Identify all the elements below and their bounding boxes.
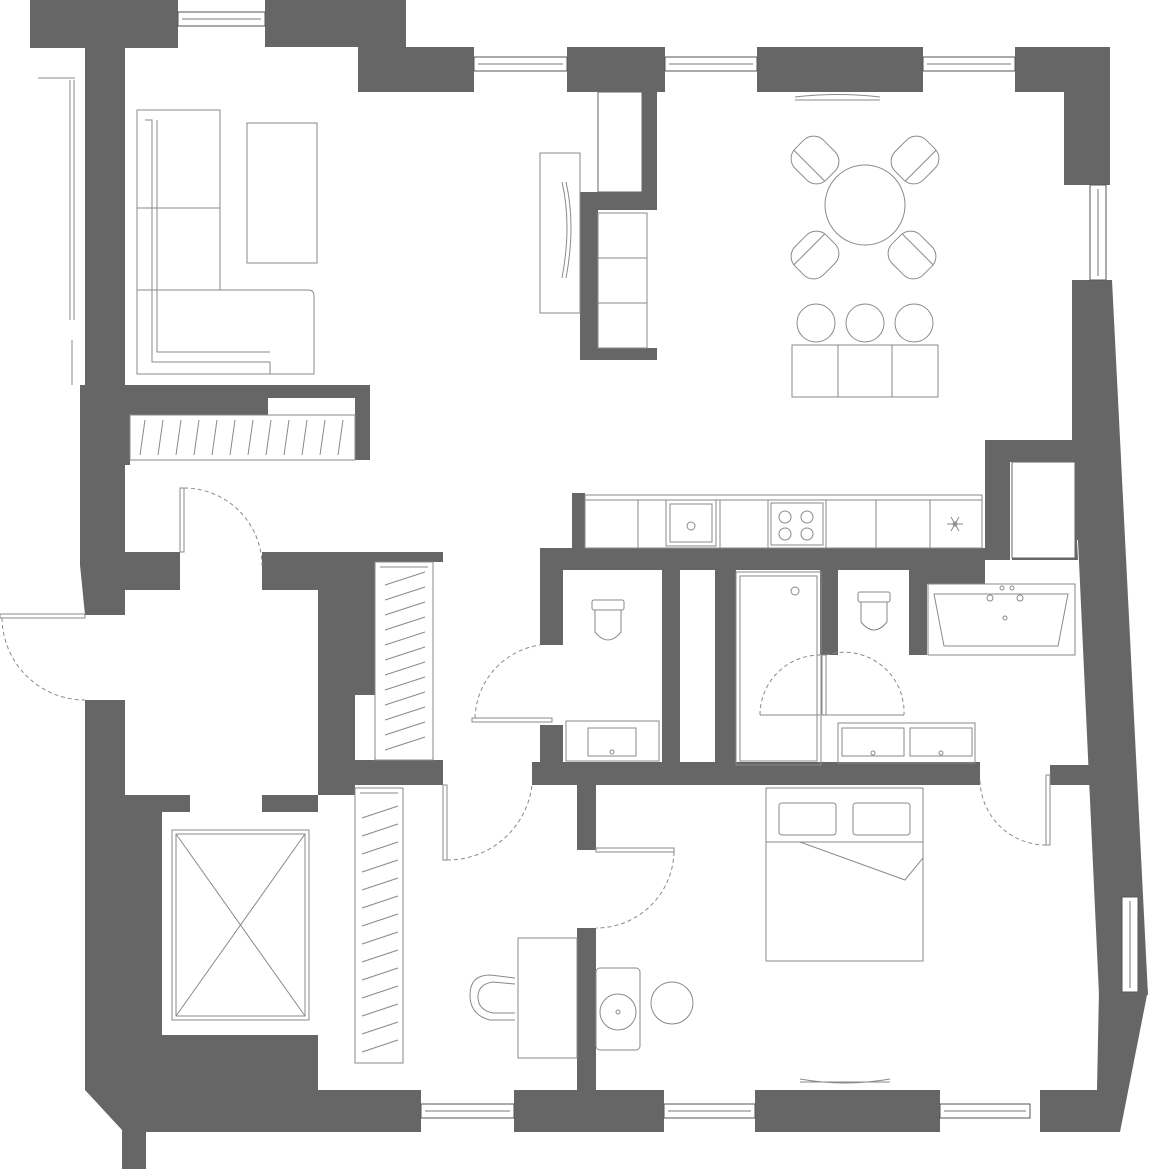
- kitchen: [584, 494, 983, 549]
- corner-sofa: [136, 109, 315, 375]
- window: [922, 56, 1016, 72]
- window: [1121, 896, 1139, 993]
- double-washbasin: [837, 722, 976, 764]
- dining-area: [790, 94, 940, 398]
- window: [664, 56, 758, 72]
- living-door[interactable]: [179, 487, 263, 567]
- desk: [517, 937, 578, 1059]
- wall-top-mid: [265, 0, 474, 92]
- window: [663, 1103, 756, 1119]
- wall-bottom-3: [755, 1090, 940, 1132]
- study: [354, 784, 675, 1064]
- bar-stool: [796, 303, 836, 343]
- wc-door[interactable]: [471, 644, 553, 723]
- wall-wc-right: [662, 570, 680, 765]
- balcony-shaft: [171, 829, 310, 1021]
- wall-living-partition: [125, 385, 370, 460]
- armchair: [890, 135, 940, 185]
- toilet: [857, 591, 891, 631]
- kitchen-counter: [584, 494, 983, 549]
- bedroom: [595, 774, 1051, 1084]
- wall-right-lower: [1040, 990, 1148, 1132]
- bench: [597, 212, 648, 349]
- wall-column: [580, 192, 657, 360]
- pillow: [852, 802, 911, 836]
- wardrobe: [354, 787, 404, 1064]
- windows: [38, 11, 1139, 1119]
- wall-bath-right: [909, 570, 927, 655]
- entrance-hall: [0, 487, 434, 761]
- wardrobe: [374, 561, 434, 761]
- wall-bottom-1: [355, 1090, 421, 1132]
- wall-right-upper: [1072, 280, 1148, 995]
- window: [473, 56, 568, 72]
- wall-top-right: [757, 47, 923, 92]
- shower-tray: [735, 571, 822, 766]
- living-room: [129, 109, 648, 461]
- wall-bath-left: [715, 570, 736, 765]
- toilet: [591, 599, 625, 641]
- armchair: [790, 230, 840, 280]
- window: [420, 1103, 515, 1119]
- wall-top-left: [30, 0, 178, 385]
- wc: [471, 599, 660, 762]
- round-side-table: [650, 981, 694, 1025]
- bar-stool: [894, 303, 934, 343]
- bar-counter: [791, 344, 939, 398]
- window: [939, 1103, 1031, 1119]
- entrance-door[interactable]: [0, 613, 86, 701]
- bathtub: [927, 583, 1076, 656]
- wall-top-right-corner: [1015, 47, 1110, 185]
- study-inner-door[interactable]: [595, 847, 675, 929]
- window: [177, 11, 266, 27]
- sink: [665, 499, 717, 547]
- wall-kitchen-back: [540, 493, 985, 645]
- wall-left-lower: [85, 700, 355, 1169]
- wall-left-upper: [80, 385, 180, 615]
- washbasin: [565, 720, 660, 762]
- round-dining-table: [824, 164, 906, 246]
- tv-stand: [539, 152, 581, 314]
- pillow: [778, 802, 837, 836]
- bathroom-door[interactable]: [759, 651, 905, 716]
- washing-machine: [595, 967, 641, 1051]
- coffee-table: [246, 122, 318, 264]
- radiator: [799, 1078, 891, 1084]
- bathroom: [735, 571, 1076, 766]
- hall-door[interactable]: [442, 784, 533, 861]
- bar-stool: [845, 303, 885, 343]
- shoe-rack: [129, 414, 356, 461]
- wall-bath-mid: [820, 570, 838, 655]
- cooktop: [770, 502, 824, 546]
- fridge-snowflake-icon: [947, 516, 963, 532]
- radiator: [794, 94, 881, 101]
- window: [1089, 184, 1107, 281]
- wall-bottom-divider: [577, 1090, 596, 1132]
- loggia-glazing: [38, 77, 75, 385]
- bedroom-door[interactable]: [979, 774, 1051, 846]
- office-chair: [469, 974, 516, 1021]
- armchair: [887, 230, 937, 280]
- walls: [30, 0, 1148, 1169]
- armchair: [790, 135, 840, 185]
- wall-hall-right: [262, 552, 443, 795]
- wall-wc-left-bottom: [540, 725, 563, 765]
- wall-corridor-bottom: [532, 762, 980, 850]
- wall-study-divider: [577, 928, 596, 1090]
- double-bed: [765, 787, 924, 962]
- wall-bedroom-right-stub: [1050, 765, 1090, 785]
